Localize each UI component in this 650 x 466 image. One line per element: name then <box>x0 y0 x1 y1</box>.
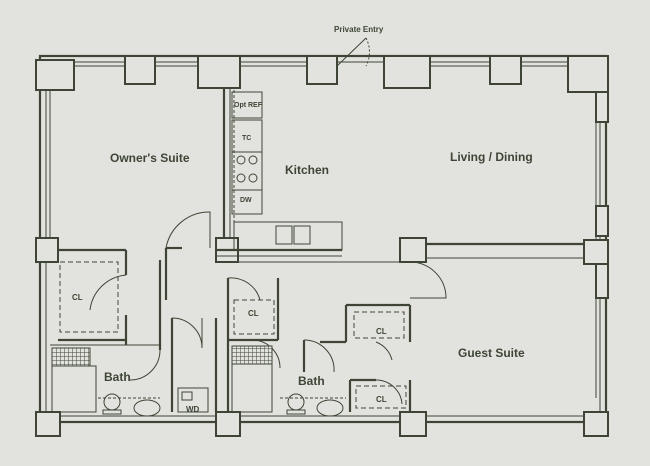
living-dining-label: Living / Dining <box>450 150 533 164</box>
bath-fixtures <box>51 345 346 417</box>
structural-columns <box>35 55 609 437</box>
door-swings <box>89 211 447 405</box>
exterior-walls <box>38 54 608 424</box>
closet-label-center: CL <box>248 309 259 318</box>
dishwasher-label: DW <box>240 197 252 204</box>
owners-suite-label: Owner's Suite <box>110 151 190 165</box>
private-entry-label: Private Entry <box>334 25 384 34</box>
closet-label-owner: CL <box>72 293 83 302</box>
kitchen-appliances <box>231 90 311 245</box>
interior-walls <box>50 88 584 412</box>
closet-label-guest-upper: CL <box>376 327 387 336</box>
opt-label: Opt <box>234 102 247 109</box>
trash-compactor-label: TC <box>242 135 251 142</box>
closet-rods <box>59 261 407 409</box>
kitchen-label: Kitchen <box>285 163 329 177</box>
private-entry-door[interactable] <box>336 37 370 67</box>
closet-label-guest-lower: CL <box>376 395 387 404</box>
bath-label-2: Bath <box>298 374 325 388</box>
ref-label: REF <box>248 102 263 109</box>
bath-label-1: Bath <box>104 370 131 384</box>
guest-suite-label: Guest Suite <box>458 346 525 360</box>
room-labels: Private Entry Owner's Suite Kitchen Livi… <box>72 25 533 414</box>
washer-dryer-label: WD <box>186 405 200 414</box>
